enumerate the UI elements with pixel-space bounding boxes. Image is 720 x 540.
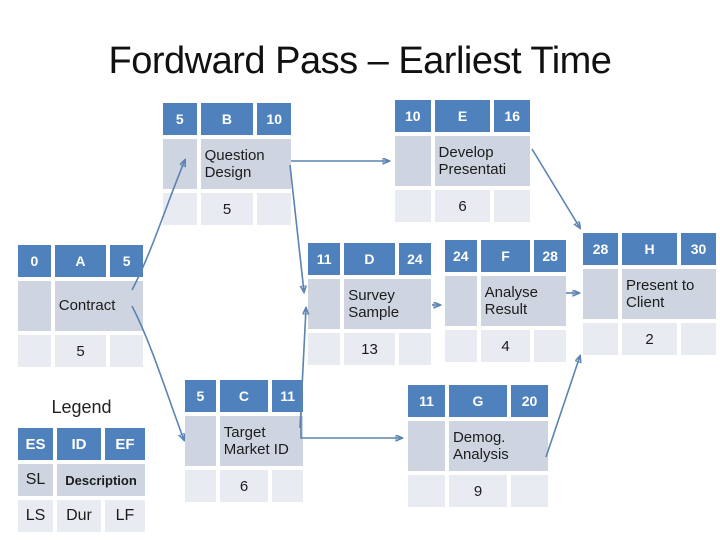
node-e-description-cell: Develop Presentati — [434, 136, 530, 186]
node-e-slack-cell — [395, 136, 431, 186]
connector-g-h — [545, 356, 580, 458]
legend-es-cell: ES — [18, 428, 54, 460]
legend-lf-cell: LF — [104, 500, 145, 532]
node-c: 5 C 11 Target Market ID 6 — [185, 380, 303, 502]
node-f-ef-cell: 28 — [534, 240, 566, 272]
node-a-duration-cell: 5 — [54, 335, 107, 367]
node-a-ef-cell: 5 — [110, 245, 143, 277]
node-d-es-cell: 11 — [308, 243, 341, 275]
legend-dur-cell: Dur — [57, 500, 101, 532]
node-a-ls-cell — [18, 335, 51, 367]
node-b-ef-cell: 10 — [257, 103, 291, 135]
connector-e-h — [531, 148, 580, 228]
node-c-es-cell: 5 — [185, 380, 216, 412]
node-f-ls-cell — [445, 330, 477, 362]
node-g-duration-cell: 9 — [448, 475, 508, 507]
node-f-es-cell: 24 — [445, 240, 477, 272]
node-d-description-cell: Survey Sample — [344, 279, 431, 329]
node-c-slack-cell — [185, 416, 216, 466]
legend-ef-cell: EF — [104, 428, 145, 460]
node-h-duration-cell: 2 — [622, 323, 677, 355]
node-h-es-cell: 28 — [583, 233, 618, 265]
node-b-es-cell: 5 — [163, 103, 197, 135]
legend-sl-cell: SL — [18, 464, 54, 496]
legend-title: Legend — [51, 397, 112, 417]
node-e-es-cell: 10 — [395, 100, 431, 132]
node-h-id-cell: H — [622, 233, 677, 265]
node-f-description-cell: Analyse Result — [480, 276, 566, 326]
node-f-id-cell: F — [480, 240, 531, 272]
node-a-description-cell: Contract — [54, 281, 143, 331]
node-a: 0 A 5 Contract 5 — [18, 245, 143, 367]
node-a-slack-cell — [18, 281, 51, 331]
node-d-ef-cell: 24 — [398, 243, 431, 275]
node-c-ef-cell: 11 — [272, 380, 303, 412]
node-g-description-cell: Demog. Analysis — [448, 421, 548, 471]
connector-b-d — [289, 164, 304, 292]
node-b-id-cell: B — [200, 103, 254, 135]
node-c-ls-cell — [185, 470, 216, 502]
node-d-slack-cell — [308, 279, 341, 329]
node-e-ef-cell: 16 — [494, 100, 530, 132]
legend-table: ES ID EF SL Description LS Dur LF — [18, 428, 145, 532]
node-d-ls-cell — [308, 333, 341, 365]
node-d: 11 D 24 Survey Sample 13 — [308, 243, 431, 365]
node-g-id-cell: G — [448, 385, 508, 417]
node-b: 5 B 10 Question Design 5 — [163, 103, 291, 225]
node-b-slack-cell — [163, 139, 197, 189]
node-d-duration-cell: 13 — [344, 333, 395, 365]
node-c-id-cell: C — [219, 380, 269, 412]
legend-ls-cell: LS — [18, 500, 54, 532]
node-e-ls-cell — [395, 190, 431, 222]
node-h-slack-cell — [583, 269, 618, 319]
node-h-ef-cell: 30 — [681, 233, 716, 265]
node-c-lf-cell — [272, 470, 303, 502]
node-g-ef-cell: 20 — [511, 385, 548, 417]
node-f-slack-cell — [445, 276, 477, 326]
node-b-ls-cell — [163, 193, 197, 225]
node-g-ls-cell — [408, 475, 445, 507]
node-g-lf-cell — [511, 475, 548, 507]
node-h: 28 H 30 Present to Client 2 — [583, 233, 716, 355]
node-f: 24 F 28 Analyse Result 4 — [445, 240, 566, 362]
node-h-ls-cell — [583, 323, 618, 355]
node-a-lf-cell — [110, 335, 143, 367]
node-e-id-cell: E — [434, 100, 491, 132]
node-h-lf-cell — [681, 323, 716, 355]
node-a-es-cell: 0 — [18, 245, 51, 277]
node-c-description-cell: Target Market ID — [219, 416, 303, 466]
legend-description-cell: Description — [57, 464, 145, 496]
node-g: 11 G 20 Demog. Analysis 9 — [408, 385, 548, 507]
node-b-lf-cell — [257, 193, 291, 225]
node-b-description-cell: Question Design — [200, 139, 291, 189]
node-f-duration-cell: 4 — [480, 330, 531, 362]
connector-c-g — [300, 380, 402, 438]
node-d-id-cell: D — [344, 243, 395, 275]
legend-id-cell: ID — [57, 428, 101, 460]
node-g-slack-cell — [408, 421, 445, 471]
node-b-duration-cell: 5 — [200, 193, 254, 225]
node-d-lf-cell — [398, 333, 431, 365]
node-g-es-cell: 11 — [408, 385, 445, 417]
node-h-description-cell: Present to Client — [622, 269, 716, 319]
node-e-duration-cell: 6 — [434, 190, 491, 222]
node-c-duration-cell: 6 — [219, 470, 269, 502]
node-f-lf-cell — [534, 330, 566, 362]
node-a-id-cell: A — [54, 245, 107, 277]
node-e: 10 E 16 Develop Presentati 6 — [395, 100, 530, 222]
node-e-lf-cell — [494, 190, 530, 222]
slide-title: Fordward Pass – Earliest Time — [108, 40, 612, 82]
